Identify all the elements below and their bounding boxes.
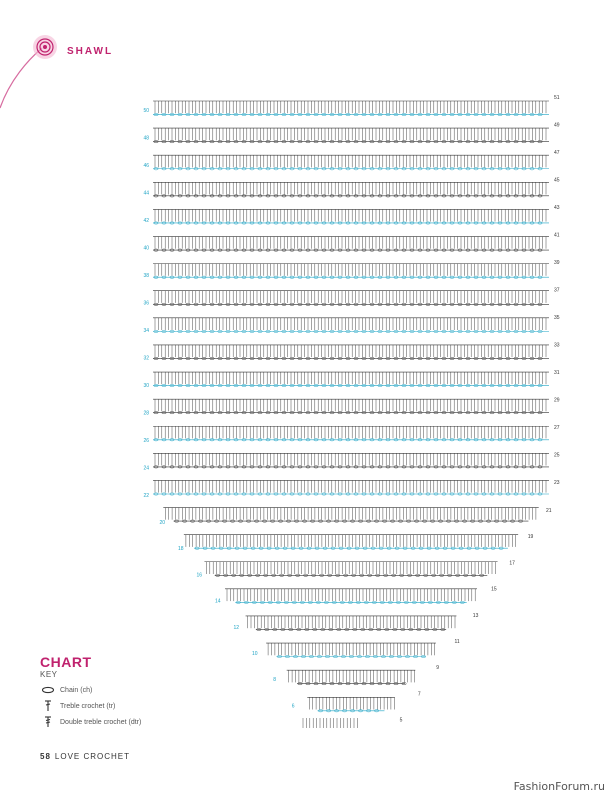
- section-title: SHAWL: [67, 46, 114, 57]
- row-label: 49: [554, 123, 560, 129]
- row-label: 23: [554, 480, 560, 486]
- row-label: 14: [215, 599, 221, 605]
- row-label: 22: [143, 493, 149, 499]
- row-label: 30: [143, 383, 149, 389]
- row-label: 24: [143, 466, 149, 472]
- key-label-treble: Treble crochet (tr): [60, 702, 116, 710]
- row-label: 34: [143, 328, 149, 334]
- row-label: 45: [554, 178, 560, 184]
- row-label: 19: [528, 534, 534, 540]
- row-label: 41: [554, 233, 560, 239]
- row-label: 18: [178, 546, 184, 552]
- row-label: 12: [233, 625, 239, 631]
- row-label: 29: [554, 398, 560, 404]
- row-label: 48: [143, 136, 149, 142]
- row-label: 8: [273, 677, 276, 683]
- row-label: 9: [436, 665, 439, 671]
- row-label: 6: [292, 703, 295, 709]
- row-label: 36: [143, 301, 149, 307]
- row-label: 11: [455, 639, 460, 645]
- row-label: 46: [143, 163, 149, 169]
- key-title: CHART: [40, 654, 92, 670]
- row-labels: 22 24 26 28 30 32 34 36 38 40 42 44 46 48 50 23 25 27 29 31…: [143, 95, 559, 724]
- row-label: 33: [554, 343, 560, 349]
- row-label: 42: [143, 218, 149, 224]
- row-label: 31: [554, 370, 560, 376]
- row-label: 21: [546, 508, 552, 514]
- row-label: 7: [418, 691, 421, 697]
- row-label: 32: [143, 356, 149, 362]
- row-label: 13: [473, 613, 479, 619]
- key-item-double-treble: Double treble crochet (dtr): [40, 716, 142, 728]
- row-label: 39: [554, 260, 560, 266]
- magazine-name: LOVE CROCHET: [54, 752, 131, 761]
- row-label: 47: [554, 150, 560, 156]
- row-label: 50: [143, 108, 149, 114]
- double-treble-crochet-icon: [40, 716, 56, 728]
- row-label: 27: [554, 425, 560, 431]
- key-label-chain: Chain (ch): [60, 686, 93, 694]
- row-label: 25: [554, 453, 560, 459]
- row-label: 20: [159, 520, 165, 526]
- row-label: 16: [196, 572, 202, 578]
- row-label: 44: [143, 191, 149, 197]
- row-label: 10: [252, 651, 258, 657]
- row-label: 28: [143, 411, 149, 417]
- row-label: 37: [554, 288, 560, 294]
- row-label: 5: [400, 718, 403, 724]
- row-label: 26: [143, 438, 149, 444]
- row-label: 17: [509, 560, 515, 566]
- row-label: 15: [491, 587, 497, 593]
- row-label: 51: [554, 95, 560, 101]
- key-label-double-treble: Double treble crochet (dtr): [60, 718, 142, 726]
- chart-key: CHART KEY Chain (ch) Treble crochet (tr)…: [40, 655, 141, 727]
- treble-crochet-icon: [40, 700, 56, 712]
- row-label: 38: [143, 273, 149, 279]
- spiral-flower-logo-icon: [0, 35, 57, 109]
- page-number: 58: [40, 752, 51, 761]
- key-subtitle: KEY: [40, 670, 58, 679]
- row-label: 43: [554, 205, 560, 211]
- chain-icon: [40, 684, 56, 696]
- row-label: 35: [554, 315, 560, 321]
- row-label: 40: [143, 246, 149, 252]
- key-item-chain: Chain (ch): [40, 685, 141, 695]
- stitch-grid: [153, 100, 549, 728]
- key-item-treble: Treble crochet (tr): [40, 700, 141, 712]
- watermark: FashionForum.ru: [513, 780, 605, 793]
